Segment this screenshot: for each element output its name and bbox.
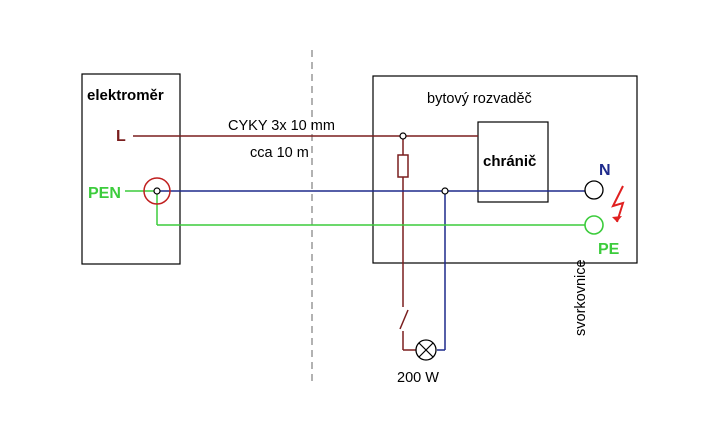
neutral-label: N bbox=[599, 162, 611, 179]
cable-type-label: CYKY 3x 10 mm bbox=[228, 118, 335, 134]
rcd-box bbox=[477, 121, 549, 203]
switch-icon bbox=[399, 309, 409, 330]
cable-length-label: cca 10 m bbox=[250, 145, 309, 161]
pen-terminal-dot bbox=[153, 187, 161, 195]
meter-label: elektroměr bbox=[87, 87, 164, 104]
lamp-power-label: 200 W bbox=[397, 370, 439, 386]
terminals-label: svorkovnice bbox=[573, 259, 589, 336]
phase-label: L bbox=[116, 128, 126, 145]
pe-terminal bbox=[584, 215, 604, 235]
lightning-bolt-head bbox=[612, 216, 622, 222]
pe-label: PE bbox=[598, 241, 620, 258]
lamp-cross-stroke bbox=[418, 342, 434, 358]
fuse-icon bbox=[397, 154, 409, 178]
pen-label: PEN bbox=[88, 185, 121, 202]
distribution-board-box bbox=[372, 75, 638, 264]
lightning-bolt-icon bbox=[611, 185, 625, 223]
meter-box bbox=[81, 73, 181, 265]
pen-terminal-ring bbox=[143, 177, 171, 205]
neutral-terminal bbox=[584, 180, 604, 200]
neutral-junction-dot bbox=[441, 187, 449, 195]
distribution-board-label: bytový rozvaděč bbox=[427, 91, 532, 107]
phase-junction-dot bbox=[399, 132, 407, 140]
rcd-label: chránič bbox=[483, 153, 536, 170]
